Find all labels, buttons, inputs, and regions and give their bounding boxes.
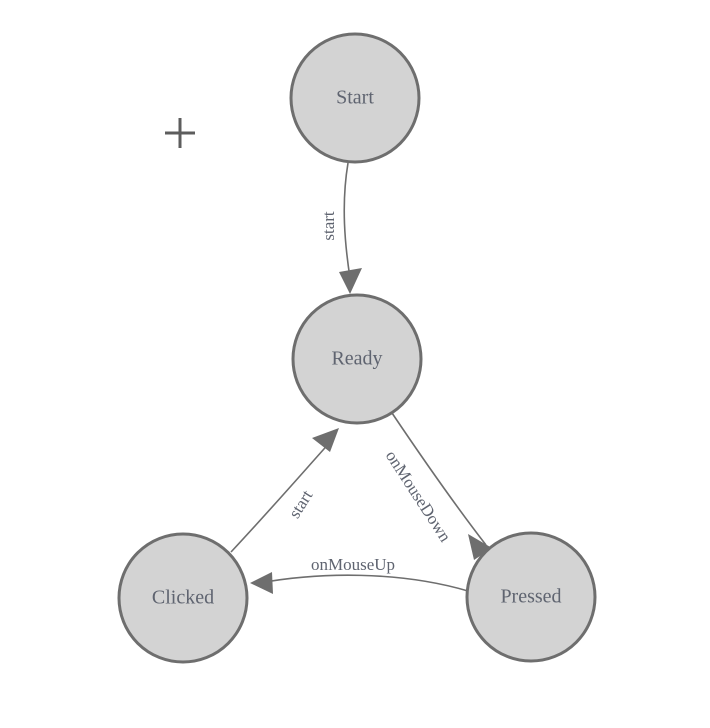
edge-line	[230, 439, 333, 553]
edge-clicked-to-ready[interactable]	[230, 428, 339, 553]
edge-line	[391, 412, 487, 546]
edge-label-start-to-ready: start	[319, 211, 338, 241]
node-clicked[interactable]: Clicked	[117, 532, 249, 664]
edge-pressed-to-clicked[interactable]	[250, 572, 469, 594]
edge-label-pressed-to-clicked: onMouseUp	[311, 555, 395, 574]
node-circle	[117, 532, 249, 664]
plus-marker-icon	[165, 118, 195, 148]
edge-label-ready-to-pressed: onMouseDown	[382, 447, 455, 546]
edge-start-to-ready[interactable]	[339, 162, 362, 294]
node-ready[interactable]: Ready	[291, 293, 423, 425]
node-circle	[291, 293, 423, 425]
node-label: Pressed	[500, 586, 561, 608]
node-pressed[interactable]: Pressed	[465, 531, 597, 663]
edge-ready-to-pressed[interactable]	[391, 412, 492, 560]
node-label: Ready	[331, 348, 382, 370]
edge-line	[259, 574, 469, 592]
arrowhead-icon	[250, 572, 273, 594]
node-label: Clicked	[152, 587, 214, 609]
node-circle	[289, 32, 421, 164]
node-label: Start	[336, 87, 374, 109]
edge-line	[343, 162, 351, 279]
node-circle	[465, 531, 597, 663]
arrowhead-icon	[312, 428, 339, 452]
arrowhead-icon	[468, 534, 492, 560]
arrowhead-icon	[339, 268, 362, 294]
edge-label-clicked-to-ready: start	[285, 486, 317, 521]
node-start[interactable]: Start	[289, 32, 421, 164]
